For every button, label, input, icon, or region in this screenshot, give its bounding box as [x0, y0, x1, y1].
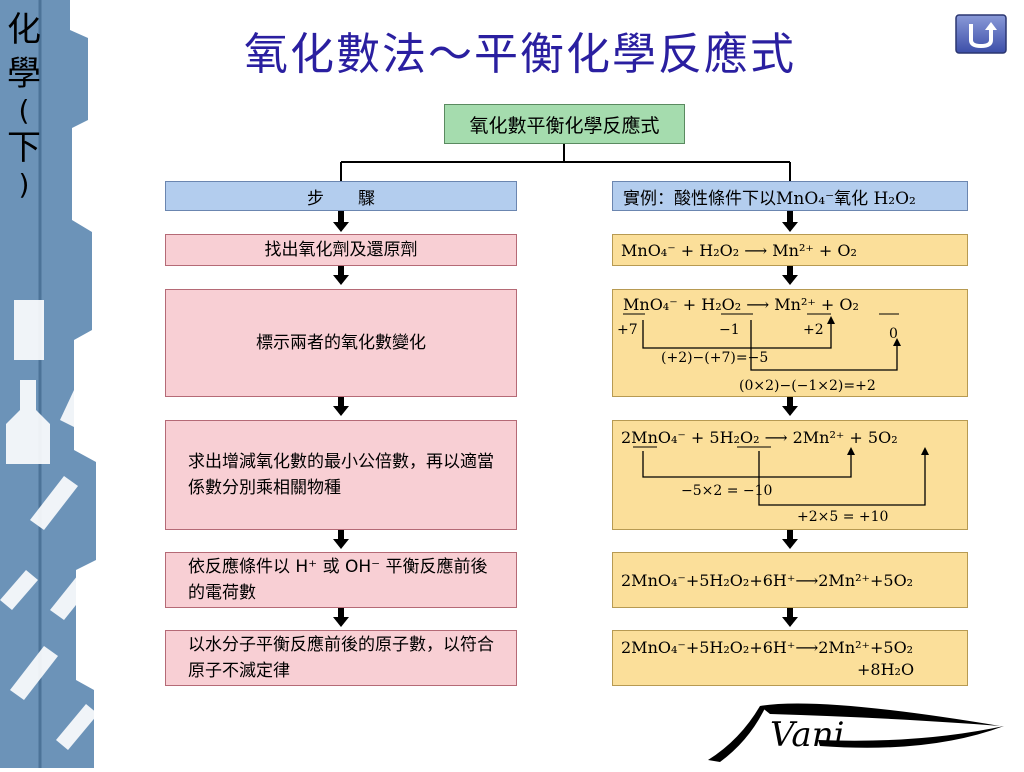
- example-5-line-2: +8H₂O: [857, 660, 915, 679]
- example-2-equation: MnO₄⁻ + H₂O₂ ⟶ Mn²⁺ + O₂: [623, 295, 859, 314]
- calc-reduction-total: −5×2 = −10: [681, 483, 772, 499]
- ox-mn-product: +2: [803, 322, 824, 338]
- sidebar-char-1: 學: [7, 54, 41, 94]
- example-5: 2MnO₄⁻+5H₂O₂+6H⁺⟶2Mn²⁺+5O₂ +8H₂O: [612, 630, 968, 686]
- sidebar-char-3: 下: [7, 128, 41, 168]
- step-2: 標示兩者的氧化數變化: [165, 289, 517, 397]
- lcm-diagram: 2MnO₄⁻ + 5H₂O₂ ⟶ 2Mn²⁺ + 5O₂ −5×2 = −10 …: [621, 428, 929, 525]
- left-header: 步 驟: [165, 181, 517, 211]
- step-1: 找出氧化劑及還原劑: [165, 234, 517, 266]
- step-4: 依反應條件以 H⁺ 或 OH⁻ 平衡反應前後的電荷數: [165, 552, 517, 608]
- right-header: 實例：酸性條件下以MnO₄⁻氧化 H₂O₂: [612, 181, 968, 211]
- ox-o-product: 0: [889, 326, 898, 342]
- example-2: MnO₄⁻ + H₂O₂ ⟶ Mn²⁺ + O₂ +7 −1 +2 0 (+2)…: [612, 289, 968, 397]
- calc-oxidation-total: +2×5 = +10: [797, 509, 888, 525]
- calc-o-change: (0×2)−(−1×2)=+2: [739, 378, 876, 394]
- example-5-line-1: 2MnO₄⁻+5H₂O₂+6H⁺⟶2Mn²⁺+5O₂: [621, 638, 914, 657]
- example-4: 2MnO₄⁻+5H₂O₂+6H⁺⟶2Mn²⁺+5O₂: [612, 552, 968, 608]
- return-u-icon[interactable]: [955, 14, 1007, 54]
- slide-title: 氧化數法～平衡化學反應式: [244, 29, 796, 80]
- oxidation-change-diagram: MnO₄⁻ + H₂O₂ ⟶ Mn²⁺ + O₂ +7 −1 +2 0 (+2)…: [617, 295, 901, 394]
- ox-o-reactant: −1: [719, 322, 740, 338]
- sidebar-title: 化 學 ( 下 ): [0, 8, 48, 200]
- sidebar: 化 學 ( 下 ): [0, 0, 100, 768]
- vani-logo: Vani: [700, 700, 1010, 766]
- example-3: 2MnO₄⁻ + 5H₂O₂ ⟶ 2Mn²⁺ + 5O₂ −5×2 = −10 …: [612, 420, 968, 530]
- root-node: 氧化數平衡化學反應式: [444, 104, 685, 144]
- logo-text: Vani: [770, 715, 844, 755]
- sidebar-char-4: ): [18, 168, 30, 201]
- calc-mn-change: (+2)−(+7)=−5: [661, 350, 768, 366]
- step-3: 求出增減氧化數的最小公倍數，再以適當係數分別乘相關物種: [165, 420, 517, 530]
- example-1: MnO₄⁻ + H₂O₂ ⟶ Mn²⁺ + O₂: [612, 234, 968, 266]
- sidebar-char-0: 化: [7, 10, 41, 50]
- sidebar-bottles-decoration: [0, 0, 100, 768]
- example-3-equation: 2MnO₄⁻ + 5H₂O₂ ⟶ 2Mn²⁺ + 5O₂: [621, 428, 898, 447]
- ox-mn-reactant: +7: [617, 322, 638, 338]
- step-5: 以水分子平衡反應前後的原子數，以符合原子不滅定律: [165, 630, 517, 686]
- sidebar-char-2: (: [18, 94, 30, 127]
